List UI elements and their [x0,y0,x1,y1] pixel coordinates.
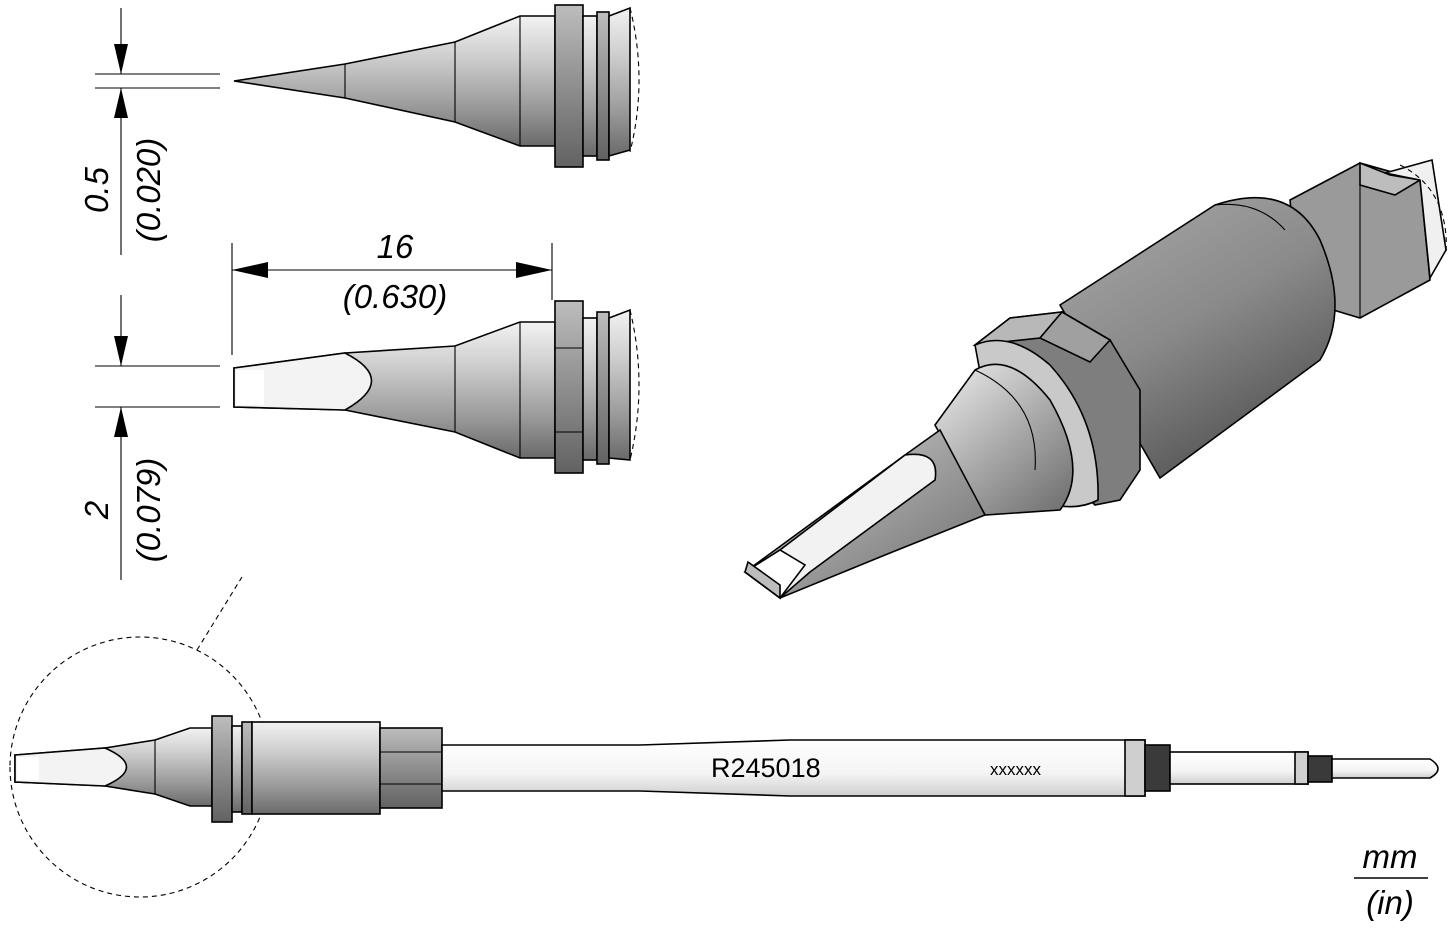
cartridge-body [251,721,381,815]
cartridge-view: R245018 xxxxxx [9,576,1439,898]
dim-tip-small-in: (0.020) [130,138,167,243]
chisel-face [233,352,373,411]
iso-cone [934,363,1074,516]
serial-placeholder: xxxxxx [990,760,1042,779]
dim-tip-small-mm: 0.5 [78,166,115,213]
dim-length: 16 (0.630) [231,228,553,355]
shaft-band [1144,744,1171,792]
cartridge-hex [379,727,443,809]
isometric-tip-view [743,158,1447,600]
dim-tip-small: 0.5 (0.020) [78,8,220,255]
cartridge-pin [1331,758,1439,779]
unit-imperial: (in) [1366,884,1414,921]
part-number: R245018 [711,753,821,783]
unit-metric: mm [1363,838,1418,875]
flange-ring [554,300,584,474]
flange-ring [554,4,584,168]
units-legend: mm (in) [1354,838,1428,921]
dim-tip-wide: 2 (0.079) [78,295,220,580]
dim-tip-wide-in: (0.079) [130,458,167,563]
dim-length-in: (0.630) [343,278,448,315]
tip-cone-small [233,15,556,147]
top-tip-view [233,4,640,168]
chisel-tip-view [233,300,640,474]
shaft-band [1307,755,1333,783]
dim-length-mm: 16 [377,228,414,265]
flange-ring [211,715,233,823]
dim-tip-wide-mm: 2 [78,501,115,520]
